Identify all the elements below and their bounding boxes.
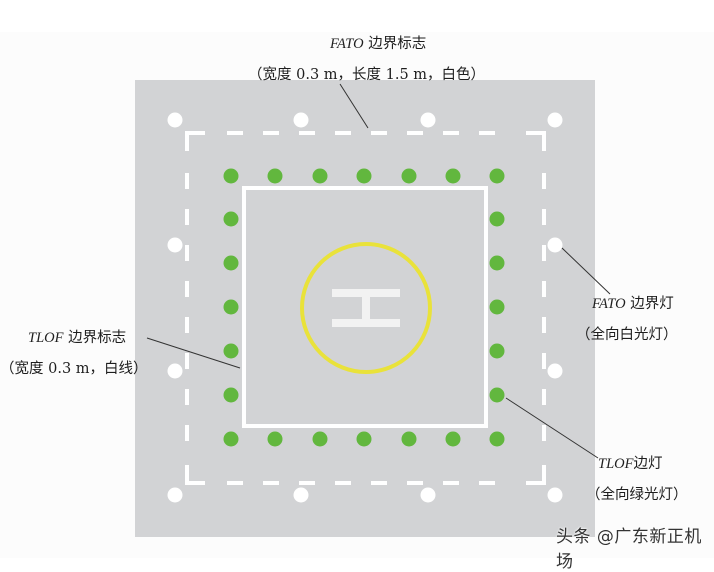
tlof-marking-title: TLOF 边界标志 — [28, 330, 127, 346]
tlof-light — [445, 431, 461, 447]
tlof-light — [489, 299, 505, 315]
tlof-boundary-marking — [242, 186, 488, 428]
fato-light-detail: （全向白光灯） — [576, 327, 678, 343]
watermark: 头条 @广东新正机场 — [556, 527, 702, 572]
tlof-light — [489, 343, 505, 359]
fato-light — [420, 487, 436, 503]
tlof-light — [267, 168, 283, 184]
tlof-light — [312, 431, 328, 447]
tlof-light — [489, 255, 505, 271]
tlof-light-title: TLOF边灯 — [598, 456, 663, 472]
tlof-light — [401, 168, 417, 184]
tlof-light-detail: （全向绿光灯） — [586, 487, 688, 503]
tlof-light — [223, 299, 239, 315]
fato-light — [167, 487, 183, 503]
tlof-light — [489, 387, 505, 403]
fato-light — [547, 487, 563, 503]
tlof-marking-detail: （宽度 0.3 m，白线） — [0, 361, 148, 377]
leader-fato-light — [561, 247, 611, 295]
tlof-light — [356, 168, 372, 184]
fato-light — [547, 237, 563, 253]
leader-tlof-marking — [146, 337, 241, 369]
tlof-light — [223, 343, 239, 359]
fato-marking-detail: （宽度 0.3 m，长度 1.5 m，白色） — [248, 67, 486, 83]
h-marking-icon — [332, 289, 400, 327]
fato-light — [547, 112, 563, 128]
leader-tlof-light — [505, 397, 599, 459]
fato-corner-markers — [185, 131, 546, 485]
tlof-light — [267, 431, 283, 447]
helipad-diagram — [135, 80, 611, 537]
leader-lines — [146, 83, 611, 459]
tlof-light — [312, 168, 328, 184]
tlof-edge-lights — [223, 168, 505, 447]
fato-light — [167, 363, 183, 379]
leader-fato-marking — [339, 83, 369, 129]
fato-light — [547, 363, 563, 379]
fato-light — [167, 112, 183, 128]
tlof-light — [401, 431, 417, 447]
tlof-light — [489, 211, 505, 227]
fato-boundary-lights — [167, 112, 563, 503]
fato-light — [293, 487, 309, 503]
fato-light — [167, 237, 183, 253]
tlof-light — [489, 431, 505, 447]
fato-light-title: FATO 边界灯 — [592, 296, 674, 312]
tlof-light — [223, 255, 239, 271]
tlof-light — [445, 168, 461, 184]
tlof-light — [223, 431, 239, 447]
tlof-light — [223, 387, 239, 403]
tlof-light — [223, 211, 239, 227]
fato-light — [420, 112, 436, 128]
fato-light — [293, 112, 309, 128]
fato-marking-title: FATO 边界标志 — [330, 36, 427, 52]
tlof-light — [489, 168, 505, 184]
tlof-light — [356, 431, 372, 447]
tlof-light — [223, 168, 239, 184]
touchdown-circle — [300, 242, 432, 374]
